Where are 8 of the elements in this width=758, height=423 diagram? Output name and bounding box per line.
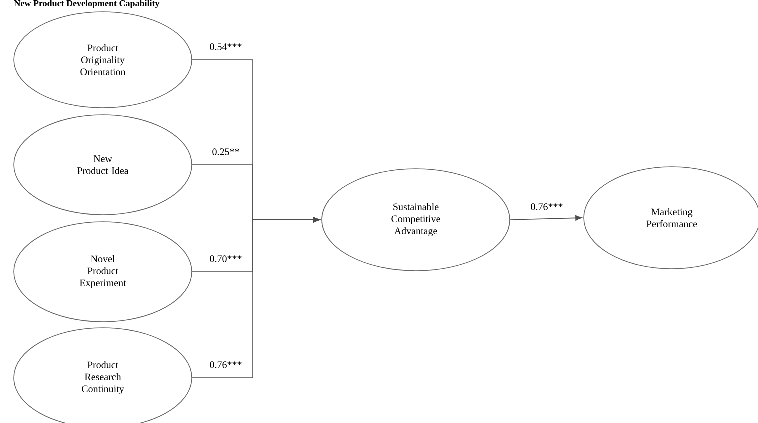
edge-label: 0.25** — [211, 148, 241, 156]
edge-label: 0.76*** — [530, 202, 564, 212]
edge-label: 0.54*** — [208, 42, 244, 52]
edge-label: 0.70*** — [208, 254, 244, 264]
title: New Product Development Capability — [14, 0, 160, 8]
edge-label: 0.76*** — [208, 360, 244, 370]
arrow — [510, 216, 582, 221]
arrow — [192, 217, 320, 378]
